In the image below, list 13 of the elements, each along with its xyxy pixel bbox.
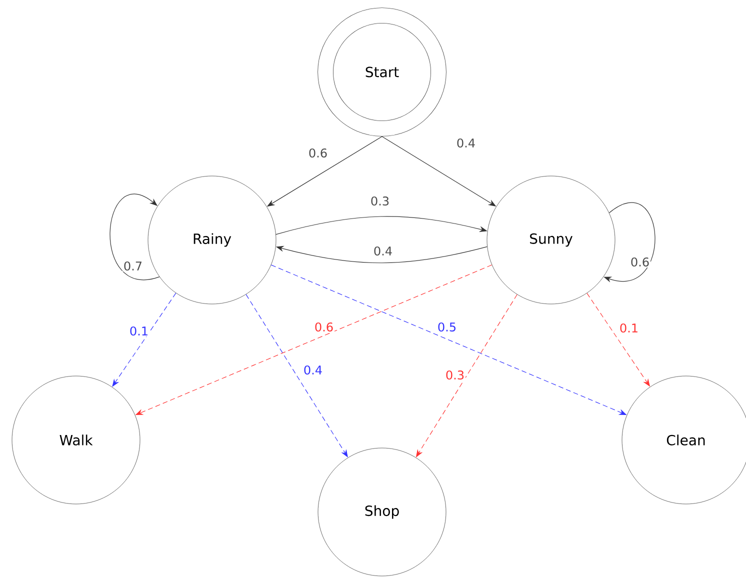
edge-label: 0.7: [122, 260, 144, 272]
edge-label: 0.6: [313, 321, 335, 333]
edge-label: 0.5: [436, 321, 458, 333]
edge-label: 0.1: [128, 325, 150, 337]
edge-label: 0.3: [369, 195, 391, 207]
edge-label: 0.3: [444, 369, 466, 381]
edge-label: 0.1: [618, 322, 640, 334]
loop-arrow: [110, 194, 160, 280]
edge-label: 0.6: [307, 147, 329, 159]
edge-label: 0.4: [372, 245, 394, 257]
edge-label: 0.4: [455, 137, 477, 149]
edge-label: 0.4: [302, 364, 324, 376]
edge-label: 0.6: [629, 256, 651, 268]
